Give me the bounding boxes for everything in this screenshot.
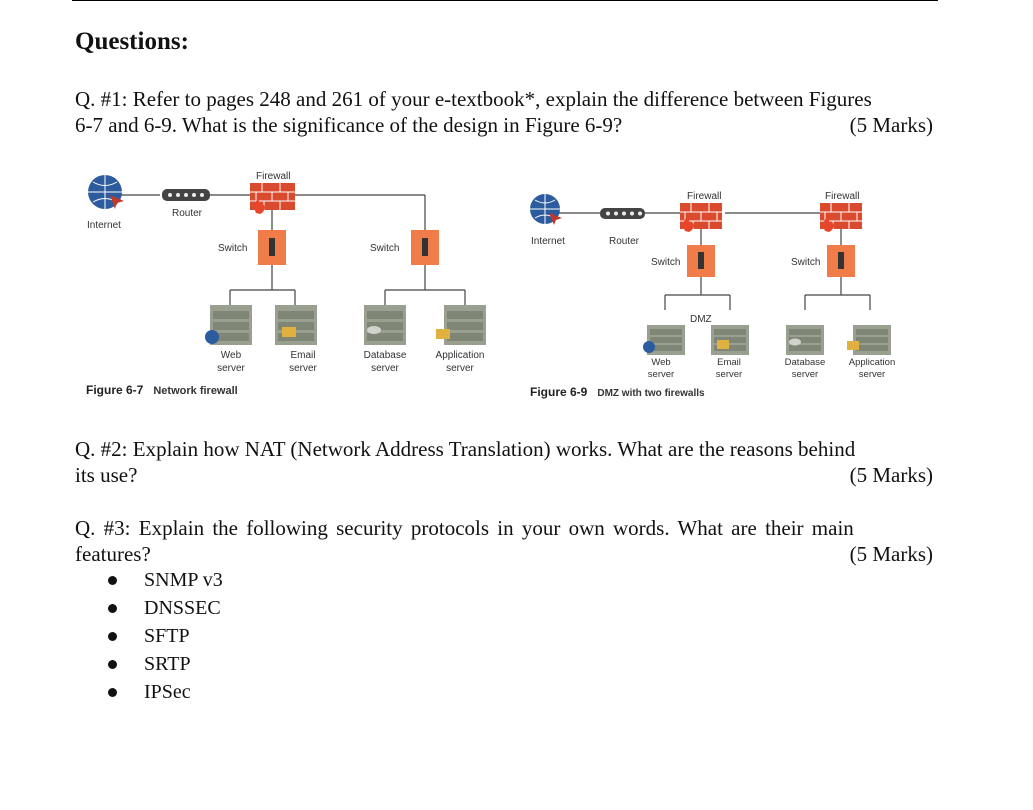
internet-label: Internet xyxy=(531,236,565,247)
switch-2-label: Switch xyxy=(370,243,399,254)
bullet-icon xyxy=(108,632,117,641)
web-server-label-1: Web xyxy=(221,350,242,361)
bullet-icon xyxy=(108,660,117,669)
application-server-label-1: Application xyxy=(849,357,895,368)
email-server-label-1: Email xyxy=(290,350,315,361)
figure-6-9: Internet Router Firewall Firewall Switch… xyxy=(525,185,925,385)
web-server-icon xyxy=(643,325,685,355)
database-server-label-1: Database xyxy=(785,357,826,368)
database-server-icon xyxy=(786,325,824,355)
application-server-label-2: server xyxy=(859,369,885,380)
router-icon xyxy=(162,189,210,201)
database-server-label-1: Database xyxy=(364,350,407,361)
firewall-1-label: Firewall xyxy=(687,191,721,202)
application-server-label-2: server xyxy=(446,363,474,374)
list-item: SNMP v3 xyxy=(108,566,223,594)
protocol-label: SRTP xyxy=(144,653,191,675)
question-2-marks: (5 Marks) xyxy=(849,463,933,487)
switch-1-label: Switch xyxy=(218,243,247,254)
switch-1-icon xyxy=(687,245,715,277)
router-icon xyxy=(600,208,645,219)
web-server-label-2: server xyxy=(648,369,674,380)
database-server-icon xyxy=(364,305,406,345)
question-1-line-1: Q. #1: Refer to pages 248 and 261 of you… xyxy=(75,87,872,111)
figure-6-7-title: Network firewall xyxy=(153,385,238,397)
question-1-line-2-row: 6-7 and 6-9. What is the significance of… xyxy=(75,112,933,138)
email-server-label-2: server xyxy=(716,369,742,380)
router-label: Router xyxy=(609,236,640,247)
database-server-label-2: server xyxy=(371,363,399,374)
internet-label: Internet xyxy=(87,220,121,231)
web-server-label-2: server xyxy=(217,363,245,374)
bullet-icon xyxy=(108,604,117,613)
top-rule xyxy=(72,0,938,1)
application-server-label-1: Application xyxy=(436,350,485,361)
question-1-marks: (5 Marks) xyxy=(849,113,933,137)
dmz-label: DMZ xyxy=(690,314,712,325)
bullet-icon xyxy=(108,688,117,697)
firewall-label: Firewall xyxy=(256,171,290,182)
web-server-icon xyxy=(205,305,252,345)
list-item: IPSec xyxy=(108,678,223,706)
question-2-line-2-row: its use? (5 Marks) xyxy=(75,462,933,488)
database-server-label-2: server xyxy=(792,369,818,380)
switch-1-label: Switch xyxy=(651,257,680,268)
email-server-icon xyxy=(711,325,749,355)
firewall-icon xyxy=(250,183,295,214)
question-2: Q. #2: Explain how NAT (Network Address … xyxy=(75,436,933,488)
page-heading: Questions: xyxy=(75,28,189,55)
question-3-line-2-row: features? (5 Marks) xyxy=(75,541,933,567)
switch-2-label: Switch xyxy=(791,257,820,268)
question-1: Q. #1: Refer to pages 248 and 261 of you… xyxy=(75,86,933,138)
question-2-line-1: Q. #2: Explain how NAT (Network Address … xyxy=(75,437,856,461)
list-item: SFTP xyxy=(108,622,223,650)
protocol-label: SNMP v3 xyxy=(144,569,223,591)
switch-2-icon xyxy=(827,245,855,277)
figure-6-7-caption: Figure 6-7 Network firewall xyxy=(86,383,238,397)
list-item: SRTP xyxy=(108,650,223,678)
email-server-icon xyxy=(275,305,317,345)
list-item: DNSSEC xyxy=(108,594,223,622)
question-2-line-2: its use? xyxy=(75,463,138,487)
question-3-line-1: Q. #3: Explain the following security pr… xyxy=(75,516,854,540)
email-server-label-2: server xyxy=(289,363,317,374)
protocol-label: SFTP xyxy=(144,625,190,647)
figure-6-7-number: Figure 6-7 xyxy=(86,383,144,397)
internet-globe-icon xyxy=(88,175,124,209)
question-3-marks: (5 Marks) xyxy=(849,542,933,566)
internet-globe-icon xyxy=(530,194,562,225)
application-server-icon xyxy=(847,325,891,355)
figure-6-9-caption: Figure 6-9 DMZ with two firewalls xyxy=(530,385,705,399)
firewall-2-icon xyxy=(820,203,862,232)
question-1-line-2: 6-7 and 6-9. What is the significance of… xyxy=(75,113,623,137)
switch-1-icon xyxy=(258,230,286,265)
question-3-line-2: features? xyxy=(75,542,151,566)
figure-6-9-title: DMZ with two firewalls xyxy=(597,388,705,399)
switch-2-icon xyxy=(411,230,439,265)
figure-6-7: Internet Router Firewall Switch Switch xyxy=(80,165,520,385)
router-label: Router xyxy=(172,208,203,219)
firewall-2-label: Firewall xyxy=(825,191,859,202)
question-3: Q. #3: Explain the following security pr… xyxy=(75,515,933,567)
application-server-icon xyxy=(436,305,486,345)
figure-6-9-number: Figure 6-9 xyxy=(530,385,588,399)
email-server-label-1: Email xyxy=(717,357,741,368)
bullet-icon xyxy=(108,576,117,585)
protocol-label: IPSec xyxy=(144,681,191,703)
web-server-label-1: Web xyxy=(651,357,670,368)
protocol-label: DNSSEC xyxy=(144,597,221,619)
firewall-1-icon xyxy=(680,203,722,232)
protocol-list: SNMP v3 DNSSEC SFTP SRTP IPSec xyxy=(108,566,223,706)
